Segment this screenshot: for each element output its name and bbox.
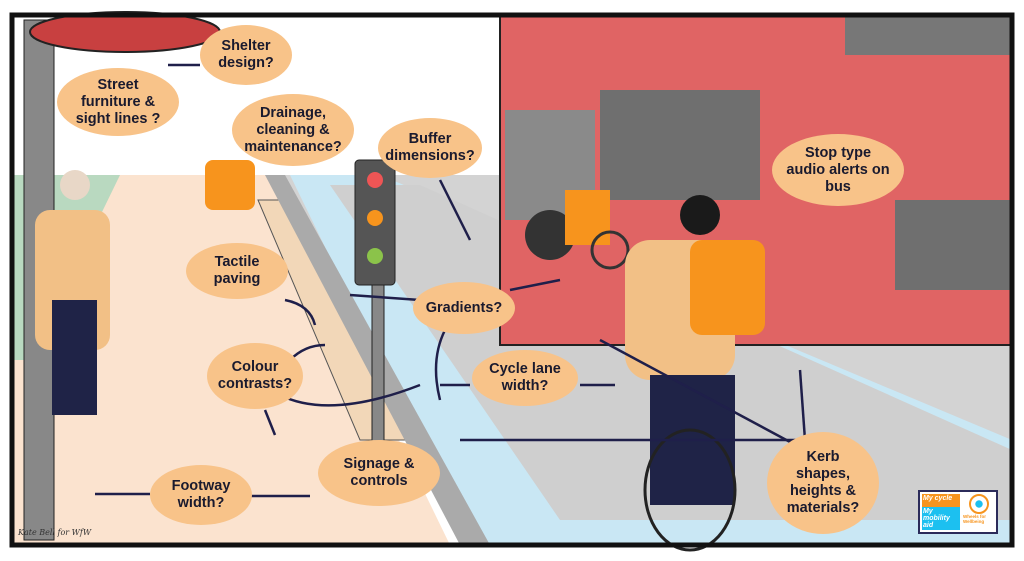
artist-signature: Kate Bell for WfW [18,528,92,537]
wheel-icon [968,494,989,514]
bubble-cycle-lane-width: Cycle lane width? [472,350,578,406]
bubble-buffer-dimensions: Buffer dimensions? [378,118,482,178]
bubble-tactile-paving: Tactile paving [186,243,288,299]
bubble-stop-type: Stop type audio alerts on bus [772,134,904,206]
bubble-shelter-design: Shelter design? [200,25,292,85]
bubble-colour-contrasts: Colour contrasts? [207,343,303,409]
wheels-for-wellbeing-logo: My cycle My mobility aid Wheels for Well… [918,490,998,534]
bubble-street-furniture: Street furniture & sight lines ? [57,68,179,136]
logo-my-mobility-aid: My mobility aid [922,507,960,530]
bubble-signage-controls: Signage & controls [318,440,440,506]
logo-org-name: Wheels for Wellbeing [963,514,987,524]
bubble-drainage: Drainage, cleaning & maintenance? [232,94,354,166]
bubble-kerb-shapes: Kerb shapes, heights & materials? [767,432,879,534]
logo-my-cycle: My cycle [922,494,960,507]
bubble-footway-width: Footway width? [150,465,252,525]
bubble-gradients: Gradients? [413,282,515,334]
